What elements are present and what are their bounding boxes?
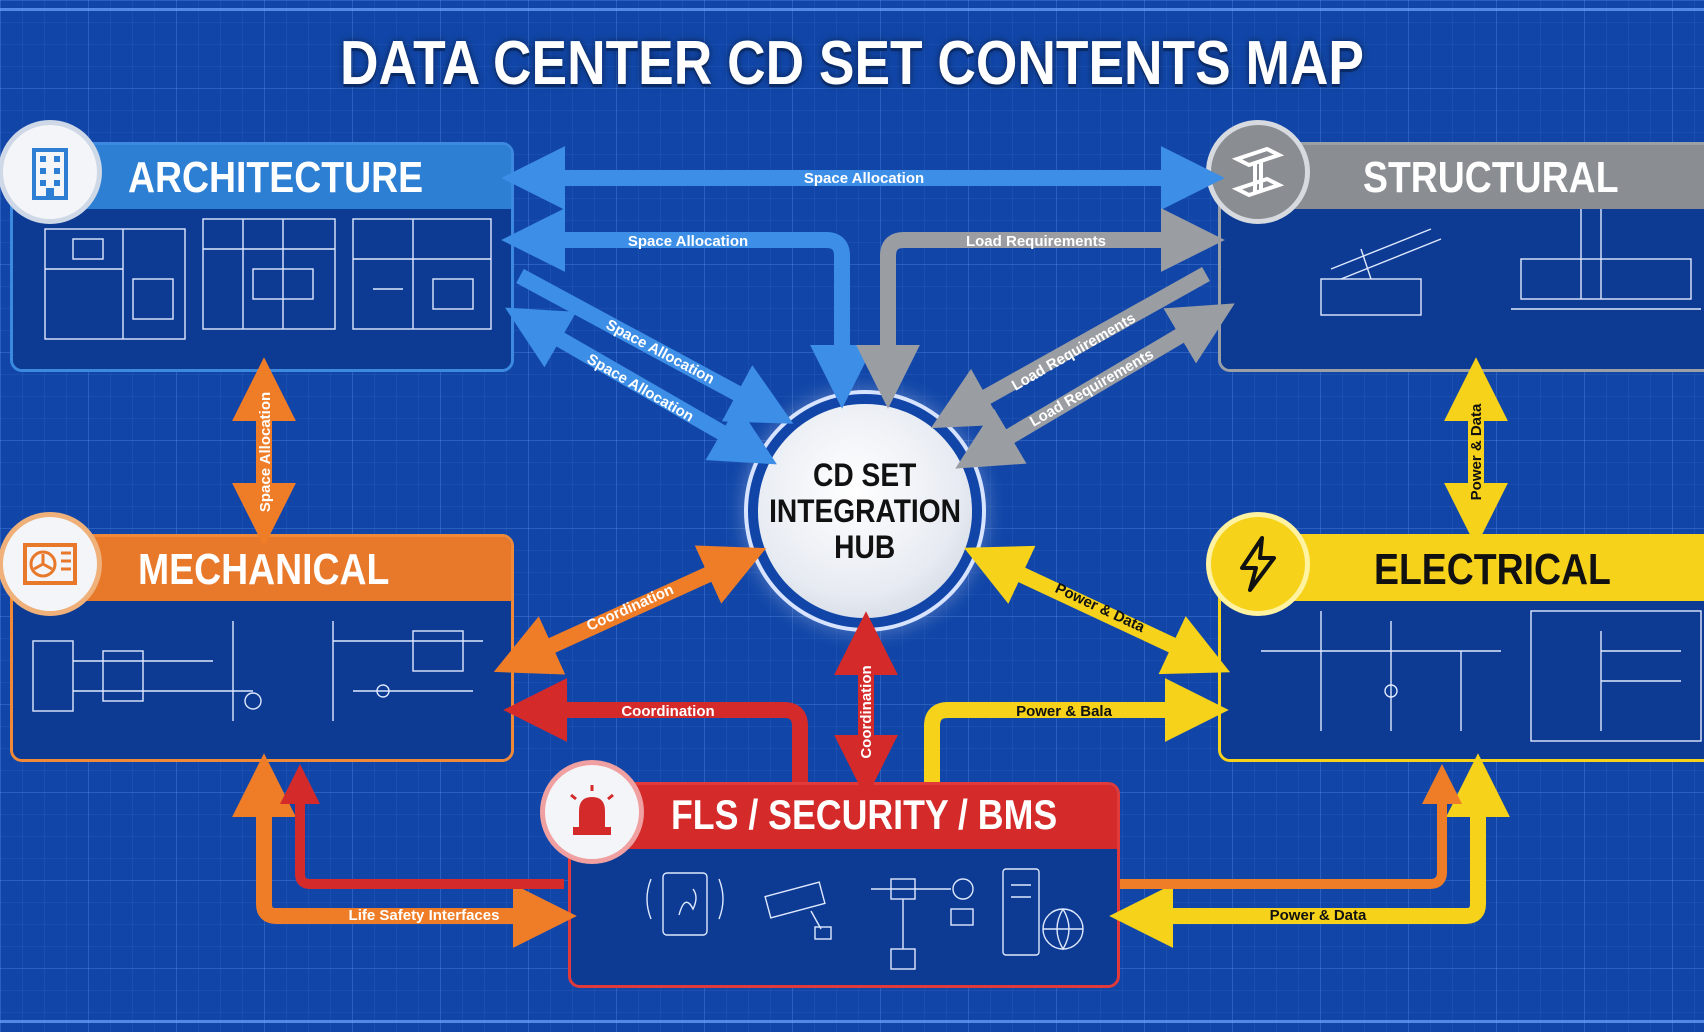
building-icon [32,148,68,200]
hub-label-line3: HUB [834,529,896,565]
architecture-badge [0,120,102,224]
label-fls-hub: Coordination [858,665,875,758]
arrow-mech-hub [493,545,767,675]
arrow-struct-hub-3 [955,303,1235,469]
fls-title: FLS / SECURITY / BMS [671,791,1058,838]
architecture-floorplans [44,218,492,340]
fls-panel: FLS / SECURITY / BMS [568,782,1120,988]
fan-unit-icon [23,543,77,585]
server-network-icon [1002,868,1084,956]
fire-alarm-panel-icon [662,872,708,936]
label-mech-hub: Coordination [584,581,676,634]
bms-controller-icon [871,878,974,970]
label-fls-mech-bottom: Life Safety Interfaces [349,907,500,924]
arrow-arch-hub-3 [505,307,777,465]
fls-devices [646,868,1084,970]
arrow-elec-hub [963,545,1231,675]
label-elec-hub: Power & Data [1052,580,1147,637]
arrow-fls-elec-top [924,678,1229,782]
steel-beam-icon [1231,146,1285,198]
integration-hub: CD SET INTEGRATION HUB [758,404,972,618]
architecture-title: ARCHITECTURE [128,153,424,202]
label-struct-hub-1: Load Requirements [966,233,1106,250]
electrical-one-line [1261,610,1702,742]
label-arch-struct: Space Allocation [804,170,924,187]
hub-label-line2: INTEGRATION [769,493,961,529]
mechanical-title: MECHANICAL [138,545,390,594]
arrow-fls-mech-red-return [280,764,564,889]
alarm-beacon-icon [570,785,614,835]
arrow-fls-elec-bottom [1109,753,1510,948]
arrow-struct-hub-1 [856,208,1225,409]
security-camera-icon [764,881,832,940]
arrow-arch-hub-1 [501,208,874,409]
diagram-title: DATA CENTER CD SET CONTENTS MAP [340,29,1364,98]
top-rule [0,8,1704,11]
structural-details [1320,209,1701,316]
label-fls-mech: Coordination [621,703,714,720]
arrow-fls-mech [503,678,808,782]
structural-title: STRUCTURAL [1363,153,1619,202]
label-arch-mech: Space Allocation [257,392,274,512]
bottom-rule [0,1020,1704,1023]
lightning-icon [1240,536,1276,592]
arrow-fls-elec-orange-return [1120,764,1462,889]
mechanical-badge [0,512,102,616]
hub-label-line1: CD SET [813,457,917,493]
label-struct-elec: Power & Data [1468,403,1485,500]
electrical-title: ELECTRICAL [1374,545,1611,594]
mechanical-schematic [32,621,483,721]
label-fls-elec-bottom: Power & Data [1270,907,1367,924]
label-arch-hub-1: Space Allocation [628,233,748,250]
arrow-fls-mech-bottom [232,753,577,948]
label-fls-elec-top: Power & Bala [1016,703,1113,720]
